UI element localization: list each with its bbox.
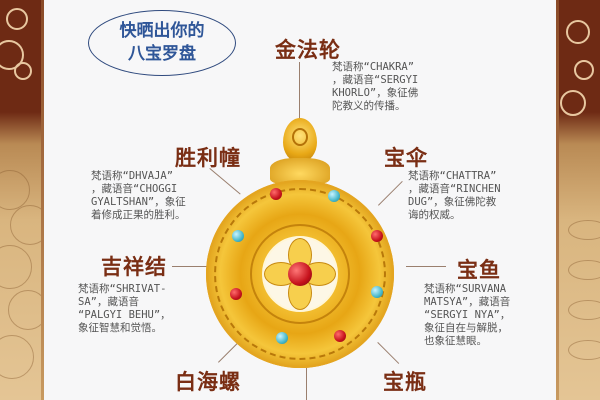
treasure-title-white-conch: 白海螺 — [175, 369, 241, 394]
treasure-desc-endless-knot: 梵语称“SHRIVAT- SA”，藏语音 “PALGYI BEHU”， 象征智慧… — [78, 283, 171, 334]
connector-line — [306, 368, 307, 400]
treasure-title-treasure-vase: 宝瓶 — [383, 369, 427, 394]
ruby-icon — [230, 288, 242, 300]
seal-glyph-icon — [292, 128, 308, 146]
treasure-title-victory-banner: 胜利幢 — [175, 145, 241, 170]
ruby-icon — [270, 188, 282, 200]
treasure-desc-golden-fish: 梵语称“SURVANA MATSYA”，藏语音 “SERGYI NYA”， 象征… — [424, 283, 511, 347]
treasure-desc-umbrella: 梵语称“CHATTRA” ，藏语音“RINCHEN DUG”，象征佛陀教 诲的权… — [408, 170, 501, 221]
treasure-title-umbrella: 宝伞 — [384, 145, 428, 170]
dharma-wheel-pendant-icon — [206, 180, 394, 368]
headline-line-1: 快晒出你的 — [119, 21, 205, 41]
turquoise-icon — [371, 286, 383, 298]
treasure-title-dharma-wheel: 金法轮 — [275, 37, 341, 62]
connector-line — [172, 266, 208, 267]
treasure-title-golden-fish: 宝鱼 — [457, 257, 501, 282]
left-decorative-border — [0, 0, 44, 400]
cloud-pattern-icon — [6, 8, 28, 30]
center-ruby-icon — [288, 262, 312, 286]
pendant-bail — [283, 118, 317, 162]
pendant-neck — [270, 158, 330, 184]
turquoise-icon — [232, 230, 244, 242]
headline-badge: 快晒出你的 八宝罗盘 — [88, 10, 236, 76]
ruby-icon — [371, 230, 383, 242]
connector-line — [406, 266, 446, 267]
dragon-scale-pattern-icon — [8, 290, 44, 330]
cloud-pattern-icon — [560, 90, 586, 116]
treasure-desc-victory-banner: 梵语称“DHVAJA” ，藏语音“CHOGGI GYALTSHAN”，象征 着修… — [91, 170, 186, 221]
cloud-pattern-icon — [574, 60, 594, 80]
pendant-inner-ring — [250, 224, 350, 324]
treasure-desc-dharma-wheel: 梵语称“CHAKRA” ，藏语音“SERGYI KHORLO”，象征佛 陀教义的… — [332, 61, 419, 112]
right-decorative-border — [556, 0, 600, 400]
pendant-outer-ring — [214, 188, 386, 360]
treasure-title-endless-knot: 吉祥结 — [101, 254, 167, 279]
turquoise-icon — [276, 332, 288, 344]
turquoise-icon — [328, 190, 340, 202]
dragon-scale-pattern-icon — [10, 205, 44, 245]
headline-line-2: 八宝罗盘 — [128, 44, 196, 64]
connector-line — [299, 62, 300, 120]
dragon-scale-pattern-icon — [0, 335, 34, 379]
dragon-scale-pattern-icon — [0, 245, 32, 289]
ruby-icon — [334, 330, 346, 342]
wave-pattern-icon — [568, 260, 600, 280]
wave-pattern-icon — [568, 300, 600, 320]
cloud-pattern-icon — [566, 20, 590, 44]
cloud-pattern-icon — [0, 40, 24, 70]
wave-pattern-icon — [568, 340, 600, 360]
wave-pattern-icon — [568, 220, 600, 240]
dragon-scale-pattern-icon — [0, 170, 30, 210]
cloud-pattern-icon — [14, 62, 32, 80]
